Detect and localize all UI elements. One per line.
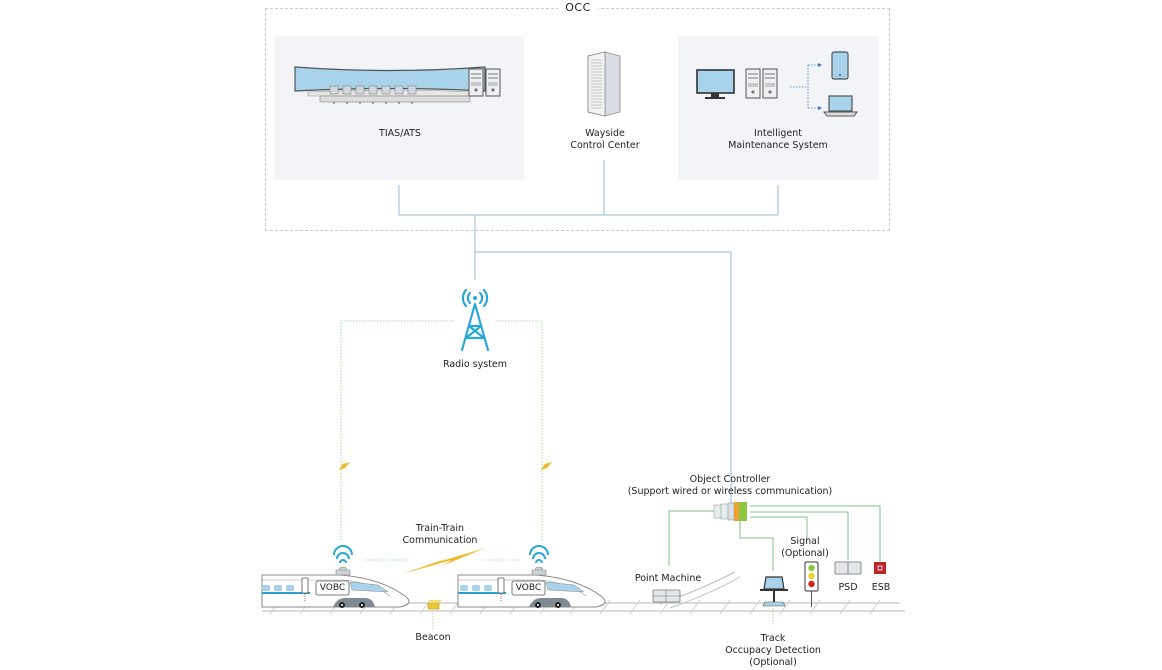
signal-label-line2: (Optional) (781, 548, 829, 559)
esb-label: ESB (871, 582, 891, 593)
wifi-icon (529, 545, 549, 564)
wifi-icon (333, 545, 353, 564)
field-wiring (668, 505, 881, 571)
tablet-icon (831, 51, 849, 80)
signal-label-line1: Signal (790, 536, 820, 547)
vobc-box (511, 580, 546, 596)
train-train-bolt-icon (402, 548, 485, 574)
wayside-label-line2: Control Center (570, 140, 640, 151)
ims-monitor-icon (696, 69, 735, 99)
beacon-label: Beacon (415, 632, 451, 643)
video-wall-icon (294, 66, 486, 104)
object-controller-label-line1: Object Controller (689, 474, 771, 485)
train-2 (457, 545, 606, 608)
object-controller-icon (713, 502, 747, 521)
train-1 (261, 545, 410, 608)
ims-label-line2: Maintenance System (728, 140, 828, 151)
tod-label-line2: Occupacy Detection (725, 645, 821, 656)
wired-connections (398, 160, 779, 505)
bolt-icon (528, 444, 557, 491)
tias-ats-label: TIAS/ATS (379, 128, 421, 139)
signal-icon (804, 561, 819, 607)
track-occupancy-detector-icon (760, 576, 788, 607)
tias-ats-panel (275, 36, 524, 180)
ims-distribution-lines (790, 64, 818, 109)
point-machine-label: Point Machine (634, 573, 702, 584)
point-machine-icon (652, 589, 681, 603)
laptop-icon (823, 95, 858, 117)
tod-label-line1: Track (760, 633, 786, 644)
occ-title: OCC (558, 1, 598, 14)
esb-icon (874, 562, 886, 574)
tias-server-icon (468, 68, 501, 97)
wayside-label-line1: Wayside (585, 128, 625, 139)
ims-server-icon (745, 68, 778, 99)
occ-bus-line (398, 185, 779, 216)
vobc-label-train-1: VOBC (319, 583, 346, 593)
vobc-antenna-icon (497, 577, 505, 594)
operator-consoles (319, 85, 471, 103)
train-train-label-line1: Train-Train (415, 523, 465, 534)
beacon-icon (427, 600, 442, 610)
vobc-label-train-2: VOBC (515, 583, 542, 593)
tod-label-line3: (Optional) (749, 657, 797, 668)
wireless-bolts (326, 444, 557, 574)
psd-label: PSD (838, 582, 858, 593)
train-train-label-line2: Communication (402, 535, 478, 546)
vobc-antenna-icon (301, 577, 309, 594)
object-controller-feed-line (475, 251, 732, 505)
bolt-icon (326, 444, 355, 491)
radio-tower-icon (460, 288, 490, 352)
radio-system-label: Radio system (442, 359, 508, 370)
object-controller-label-line2: (Support wired or wireless communication… (627, 486, 833, 497)
ims-label-line1: Intelligent (754, 128, 802, 139)
wayside-server-icon (587, 51, 621, 117)
psd-icon (834, 561, 862, 575)
vobc-box (315, 580, 350, 596)
